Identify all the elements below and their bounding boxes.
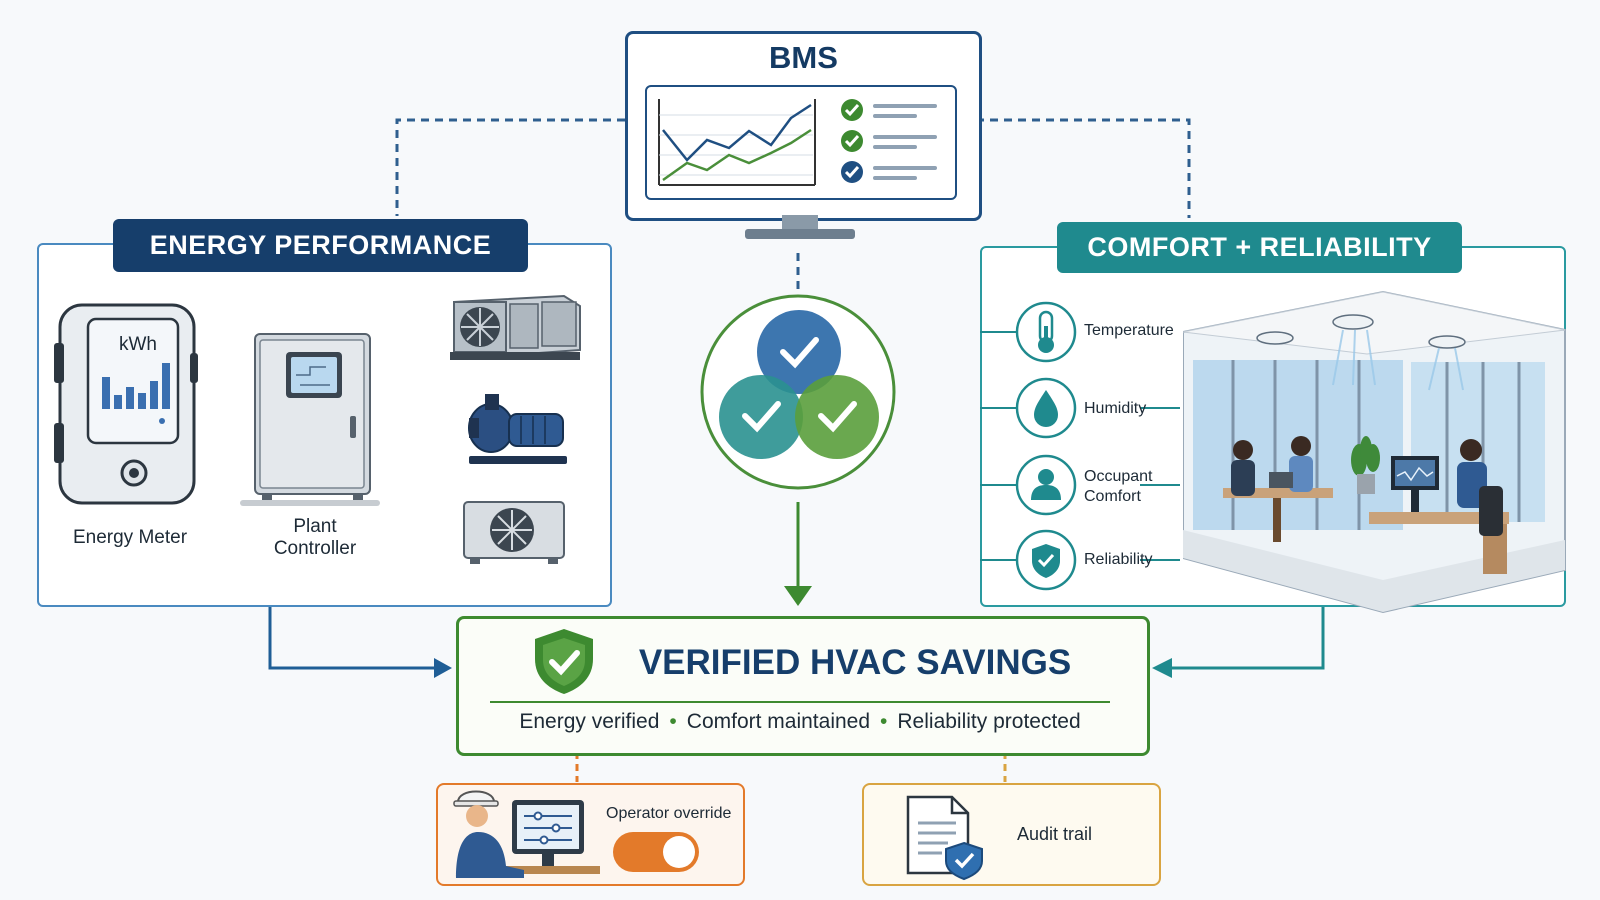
- bms-dashboard-screen: [645, 85, 957, 200]
- operator-desk: [504, 866, 600, 874]
- shield-check-icon: [535, 629, 593, 694]
- shield-check-icon: [1032, 544, 1060, 578]
- reliability-label: Reliability: [1084, 551, 1153, 568]
- check-icon: [818, 401, 857, 433]
- comfort-result-arrowhead: [1152, 658, 1172, 678]
- bms-energy-dashed-link: [395, 118, 625, 216]
- comfort-result-line: [1168, 603, 1325, 670]
- outcome-separator: •: [880, 710, 888, 733]
- bms-monitor-stand: [745, 215, 855, 239]
- plant-controller-label-line2: Controller: [273, 538, 357, 559]
- toggle-knob: [663, 836, 695, 868]
- energy-result-arrowhead: [434, 658, 452, 678]
- check-icon: [742, 401, 781, 433]
- plant-controller-label-line1: Plant: [293, 516, 337, 537]
- outcome-separator: •: [669, 710, 677, 733]
- savings-outcomes: Energy verified • Comfort maintained • R…: [456, 710, 1144, 734]
- ceiling-diffusers: [1256, 314, 1466, 349]
- meter-unit-label: kWh: [119, 334, 157, 355]
- venn-circle-comfort: [719, 375, 803, 459]
- person-seated: [1291, 436, 1311, 456]
- person-icon: [1031, 469, 1061, 500]
- audit-trail-label: Audit trail: [1017, 824, 1093, 844]
- condenser-illustration: [463, 501, 565, 564]
- pump-illustration: [468, 394, 567, 464]
- thermometer-icon: [1038, 310, 1054, 353]
- energy-meter-illustration: [54, 303, 198, 505]
- water-drop-icon: [1034, 390, 1058, 427]
- verified-savings-title: VERIFIED HVAC SAVINGS: [638, 643, 1072, 682]
- operator-illustration: [453, 790, 600, 878]
- person-seated: [1460, 439, 1482, 461]
- comfort-metrics-icons: [980, 301, 1180, 591]
- bms-trend-line-green: [662, 128, 812, 182]
- energy-performance-title: ENERGY PERFORMANCE: [113, 219, 528, 272]
- bms-title: BMS: [769, 40, 838, 75]
- office-plant: [1351, 436, 1380, 476]
- savings-divider: [490, 701, 1110, 703]
- office-desk: [1369, 512, 1509, 524]
- comfort-reliability-title: COMFORT + RELIABILITY: [1057, 222, 1462, 273]
- outcome-comfort-maintained: Comfort maintained: [686, 710, 871, 733]
- outcome-reliability-protected: Reliability protected: [897, 710, 1081, 733]
- temperature-label: Temperature: [1084, 322, 1174, 339]
- energy-result-line: [268, 603, 438, 670]
- humidity-label: Humidity: [1084, 400, 1147, 417]
- meeting-table: [1223, 488, 1333, 498]
- check-icon: [780, 337, 819, 369]
- venn-circle-energy: [757, 310, 841, 394]
- audit-document-icon: [906, 795, 983, 881]
- outcome-energy-verified: Energy verified: [519, 710, 660, 733]
- bms-comfort-dashed-link: [976, 118, 1191, 218]
- person-seated: [1233, 440, 1253, 460]
- shield-check-icon: [945, 841, 983, 881]
- occupant-comfort-label-line1: Occupant: [1084, 468, 1153, 485]
- venn-result-arrowhead: [784, 586, 812, 606]
- energy-meter-label: Energy Meter: [72, 527, 188, 548]
- operator-override-label: Operator override: [606, 805, 732, 822]
- plant-controller-illustration: [240, 333, 380, 506]
- bms-trend-line-blue: [662, 103, 812, 162]
- operator-override-toggle[interactable]: [613, 832, 699, 872]
- venn-circle-reliability: [795, 375, 879, 459]
- verification-venn: [700, 294, 896, 490]
- meter-bar-chart: [102, 363, 170, 409]
- occupant-comfort-label-line2: Comfort: [1084, 488, 1141, 505]
- chiller-illustration: [450, 294, 581, 360]
- office-room-illustration: [1183, 290, 1566, 614]
